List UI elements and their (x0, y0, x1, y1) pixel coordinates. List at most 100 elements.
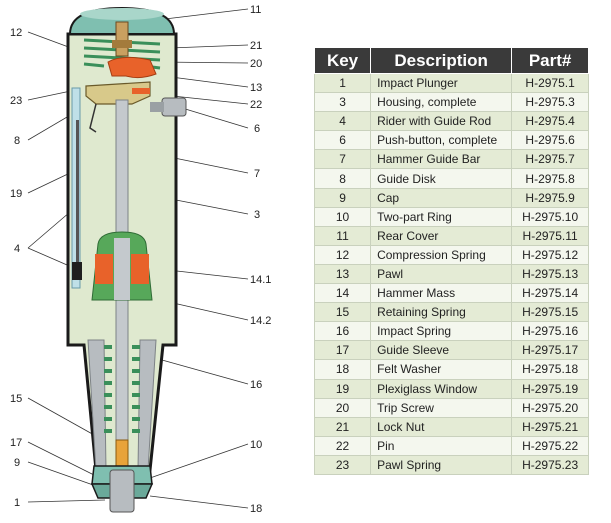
callout-16: 16 (250, 379, 262, 391)
cell-key: 22 (313, 435, 372, 456)
cell-description: Pin (370, 435, 513, 456)
callout-1: 1 (14, 497, 20, 509)
guide-disk (85, 81, 151, 105)
cell-description: Cap (370, 187, 513, 208)
callout-20: 20 (250, 58, 262, 70)
hammer-mass-bore (114, 238, 130, 300)
cell-key: 3 (313, 92, 372, 113)
callout-9: 9 (14, 457, 20, 469)
cell-part: H-2975.17 (511, 340, 589, 361)
rear-cover-top (80, 8, 164, 20)
cell-part: H-2975.21 (511, 416, 589, 437)
table-header-row: Key Description Part# (313, 47, 589, 74)
cell-description: Hammer Guide Bar (370, 149, 513, 170)
callout-19: 19 (10, 188, 22, 200)
cell-key: 12 (313, 244, 372, 265)
cell-part: H-2975.19 (511, 378, 589, 399)
cell-part: H-2975.11 (511, 225, 589, 246)
cell-part: H-2975.1 (511, 72, 589, 94)
cell-key: 10 (313, 206, 372, 227)
cell-key: 17 (313, 340, 372, 361)
push-button-stem (150, 102, 164, 112)
cell-key: 21 (313, 416, 372, 437)
cell-key: 13 (313, 263, 372, 285)
callout-8: 8 (14, 135, 20, 147)
cell-part: H-2975.13 (511, 263, 589, 285)
rider-guide-rod (76, 120, 79, 280)
cell-description: Lock Nut (370, 416, 513, 437)
cell-description: Compression Spring (370, 244, 513, 265)
callout-13: 13 (250, 82, 262, 94)
cell-key: 18 (313, 359, 372, 380)
cell-key: 15 (313, 302, 372, 323)
callout-3: 3 (254, 209, 260, 221)
rider (72, 262, 82, 280)
callout-10: 10 (250, 439, 262, 451)
callout-15: 15 (10, 393, 22, 405)
cell-key: 6 (313, 130, 372, 151)
header-part: Part# (511, 47, 589, 74)
cell-part: H-2975.9 (511, 187, 589, 208)
cell-description: Push-button, complete (370, 130, 513, 151)
cell-part: H-2975.15 (511, 302, 589, 323)
cell-description: Trip Screw (370, 397, 513, 418)
callout-21: 21 (250, 40, 262, 52)
impact-plunger (109, 469, 135, 513)
callout-14-1: 14.1 (250, 274, 271, 286)
cell-description: Rear Cover (370, 225, 513, 246)
callout-23: 23 (10, 95, 22, 107)
pin (132, 88, 150, 94)
cell-key: 23 (313, 454, 372, 475)
cell-description: Hammer Mass (370, 283, 513, 304)
cell-description: Pawl Spring (370, 454, 513, 475)
trip-screw (115, 21, 129, 57)
cell-part: H-2975.6 (511, 130, 589, 151)
cell-key: 19 (313, 378, 372, 399)
cell-part: H-2975.12 (511, 244, 589, 265)
callout-labels: 11 12 21 20 13 23 22 6 8 7 19 3 4 14.1 1… (10, 4, 271, 515)
cell-description: Guide Disk (370, 168, 513, 189)
header-key: Key (313, 47, 372, 74)
cell-part: H-2975.20 (511, 397, 589, 418)
pawl-spring (89, 103, 97, 133)
cell-description: Impact Spring (370, 321, 513, 342)
cell-description: Retaining Spring (370, 302, 513, 323)
lock-nut (112, 40, 132, 48)
callout-18: 18 (250, 503, 262, 515)
hammer-mass-insert-right (131, 254, 149, 284)
leader-lines (27, 8, 249, 509)
hammer-mass-insert-left (95, 254, 113, 284)
cell-description: Two-part Ring (370, 206, 513, 227)
pawl (107, 56, 157, 79)
cell-part: H-2975.10 (511, 206, 589, 227)
cell-description: Guide Sleeve (370, 340, 513, 361)
push-button (161, 97, 187, 117)
callout-6: 6 (254, 123, 260, 135)
cell-key: 16 (313, 321, 372, 342)
callout-4: 4 (14, 243, 20, 255)
cell-key: 7 (313, 149, 372, 170)
cell-description: Plexiglass Window (370, 378, 513, 399)
callout-17: 17 (10, 437, 22, 449)
cell-part: H-2975.23 (511, 454, 589, 475)
cell-description: Housing, complete (370, 92, 513, 113)
